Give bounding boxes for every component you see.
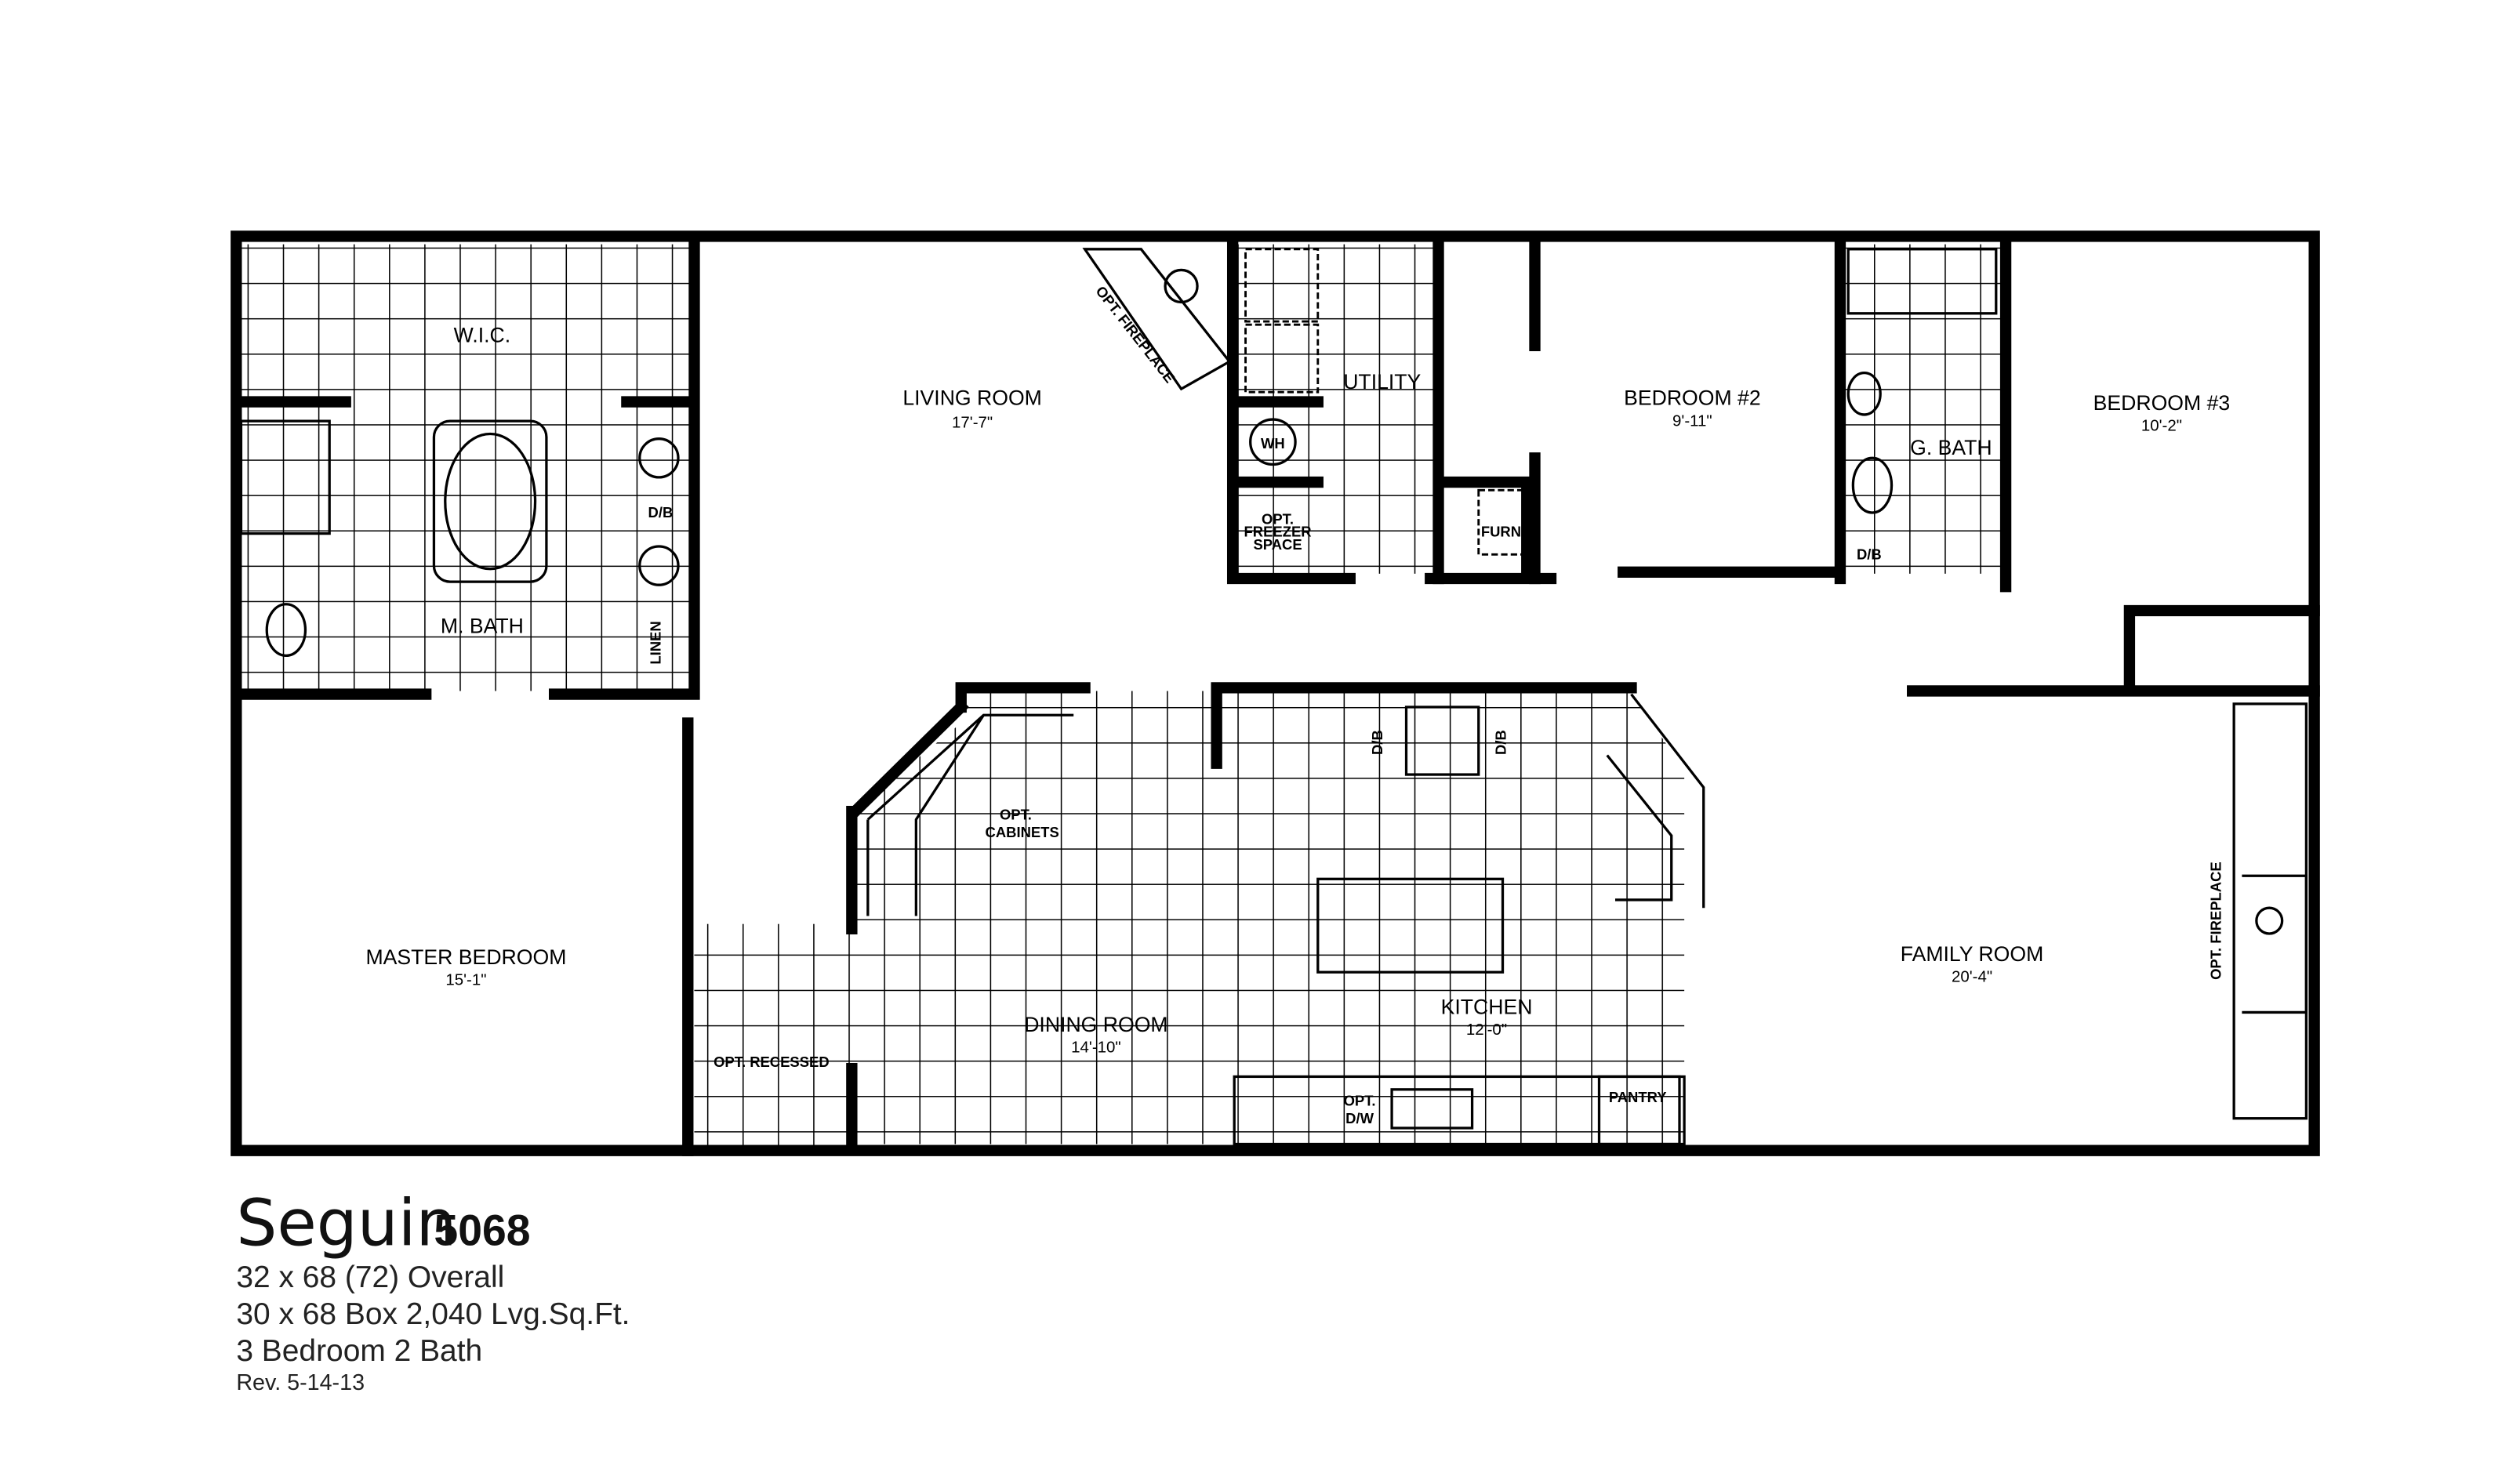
dishwasher-label: OPT. — [1344, 1092, 1376, 1108]
living-fireplace-label: OPT. FIREPLACE — [1093, 283, 1178, 386]
title-block: Seguin 5068 32 x 68 (72) Overall 30 x 68… — [236, 1187, 630, 1395]
cabinets-label: CABINETS — [986, 824, 1059, 840]
master-bath-db: D/B — [648, 504, 674, 521]
family-room-size: 20'-4" — [1952, 967, 1992, 985]
dishwasher-label: D/W — [1345, 1110, 1374, 1126]
kitchen-db-2: D/B — [1493, 730, 1509, 755]
plan-name: Seguin — [236, 1187, 456, 1261]
living-room-label: LIVING ROOM — [902, 386, 1042, 410]
revision: Rev. 5-14-13 — [236, 1370, 365, 1395]
wic-label: W.I.C. — [454, 324, 510, 347]
beds-baths: 3 Bedroom 2 Bath — [236, 1334, 482, 1368]
master-bedroom-label: MASTER BEDROOM — [365, 945, 566, 969]
furnace-label: FURN — [1481, 524, 1521, 540]
walls — [231, 230, 2320, 1156]
dining-room-size: 14'-10" — [1071, 1039, 1121, 1057]
bedroom-3-label: BEDROOM #3 — [2093, 391, 2231, 415]
master-bedroom-size: 15'-1" — [445, 971, 486, 989]
linen-label: LINEN — [647, 621, 663, 664]
guest-bath-label: G. BATH — [1910, 436, 1992, 459]
guest-bath-db: D/B — [1857, 546, 1882, 562]
overall-size: 32 x 68 (72) Overall — [236, 1261, 504, 1294]
tile-floors — [241, 244, 2003, 1146]
bedroom-2-size: 9'-11" — [1672, 412, 1712, 430]
cabinets-label: OPT. — [1000, 806, 1032, 822]
living-room-size: 17'-7" — [952, 413, 993, 431]
freezer-label: FREEZER — [1244, 524, 1312, 540]
kitchen-label: KITCHEN — [1441, 995, 1533, 1018]
bedroom-3-size: 10'-2" — [2141, 416, 2182, 434]
fixtures — [239, 248, 2308, 1146]
box-size: 30 x 68 Box 2,040 Lvg.Sq.Ft. — [236, 1297, 630, 1331]
utility-label: UTILITY — [1343, 370, 1421, 394]
dining-room-label: DINING ROOM — [1024, 1013, 1167, 1036]
plan-model: 5068 — [434, 1206, 530, 1255]
family-room-label: FAMILY ROOM — [1901, 942, 2043, 966]
kitchen-db-1: D/B — [1369, 730, 1385, 755]
pantry-label: PANTRY — [1609, 1089, 1667, 1105]
freezer-label: OPT. — [1262, 510, 1294, 527]
bedroom-2-label: BEDROOM #2 — [1624, 386, 1761, 410]
freezer-label: SPACE — [1253, 536, 1302, 553]
water-heater-label: WH — [1261, 435, 1285, 452]
master-bath-label: M. BATH — [441, 615, 524, 638]
recessed-label: OPT. RECESSED — [714, 1054, 830, 1070]
family-fireplace-label: OPT. FIREPLACE — [2208, 862, 2224, 980]
room-labels: W.I.C. LIVING ROOM 17'-7" OPT. FIREPLACE… — [365, 283, 2230, 1126]
kitchen-size: 12'-0" — [1466, 1021, 1507, 1039]
